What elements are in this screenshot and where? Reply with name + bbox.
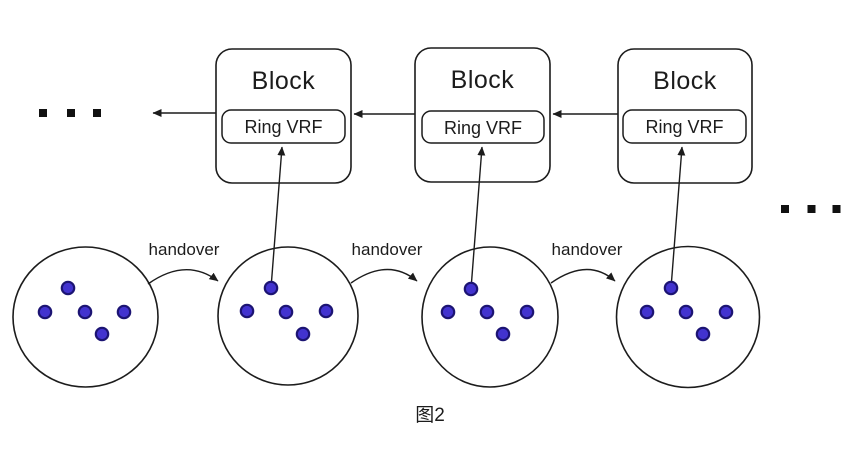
validator-dot: [239, 303, 255, 319]
validator-dot: [60, 280, 76, 296]
validator-dot: [718, 304, 734, 320]
vrf-selection-arrows: [270, 146, 686, 290]
validator-dots-group-2: [239, 280, 334, 342]
validator-dot-leader: [663, 280, 679, 296]
validator-dot: [695, 326, 711, 342]
handover-label-2: handover: [352, 240, 423, 259]
validator-dot: [94, 326, 110, 342]
validator-dot: [639, 304, 655, 320]
block-1-ringvrf-box: [221, 109, 346, 144]
handover-label-3: handover: [552, 240, 623, 259]
block-1-ringvrf-label: Ring VRF: [244, 117, 322, 137]
block-2-title: Block: [451, 66, 515, 94]
block-3-ringvrf-label: Ring VRF: [645, 117, 723, 137]
validator-dots-group-4: [639, 280, 734, 342]
vrf-arrow-circle4-to-block3-icon: [670, 146, 686, 289]
handover-arc-1-icon: [147, 269, 219, 285]
validator-dot: [440, 304, 456, 320]
handover-arc-3-icon: [550, 268, 616, 284]
validator-dot: [278, 304, 294, 320]
block-3: Block Ring VRF: [617, 48, 753, 184]
block-2-ringvrf-label: Ring VRF: [444, 118, 522, 138]
handover-arc-2-icon: [350, 268, 418, 284]
block-3-ringvrf-box: [622, 109, 747, 144]
validator-dot: [37, 304, 53, 320]
validator-dot: [295, 326, 311, 342]
validator-dot: [479, 304, 495, 320]
validator-dot-leader: [463, 281, 479, 297]
validator-dot: [116, 304, 132, 320]
validator-dot: [318, 303, 334, 319]
chain-arrows: [152, 109, 618, 118]
validator-dot-leader: [263, 280, 279, 296]
block-1: Block Ring VRF: [215, 48, 352, 184]
block-2: Block Ring VRF: [414, 47, 551, 183]
handover-label-1: handover: [149, 240, 220, 259]
block-2-ringvrf-box: [421, 110, 545, 144]
validator-dot: [77, 304, 93, 320]
vrf-arrow-circle3-to-block2-icon: [470, 146, 486, 290]
figure-caption: 图2: [415, 405, 445, 426]
handover-arcs: [147, 268, 616, 285]
block-1-title: Block: [252, 67, 316, 95]
validator-dot: [678, 304, 694, 320]
validator-dot: [519, 304, 535, 320]
ellipsis-right-icon: [781, 205, 841, 213]
block-3-title: Block: [653, 67, 717, 95]
vrf-arrow-circle2-to-block1-icon: [270, 146, 286, 289]
ellipsis-left-icon: [39, 109, 101, 117]
validator-dots-group-1: [37, 280, 132, 342]
validator-dots-group-3: [440, 281, 535, 342]
validator-dot: [495, 326, 511, 342]
